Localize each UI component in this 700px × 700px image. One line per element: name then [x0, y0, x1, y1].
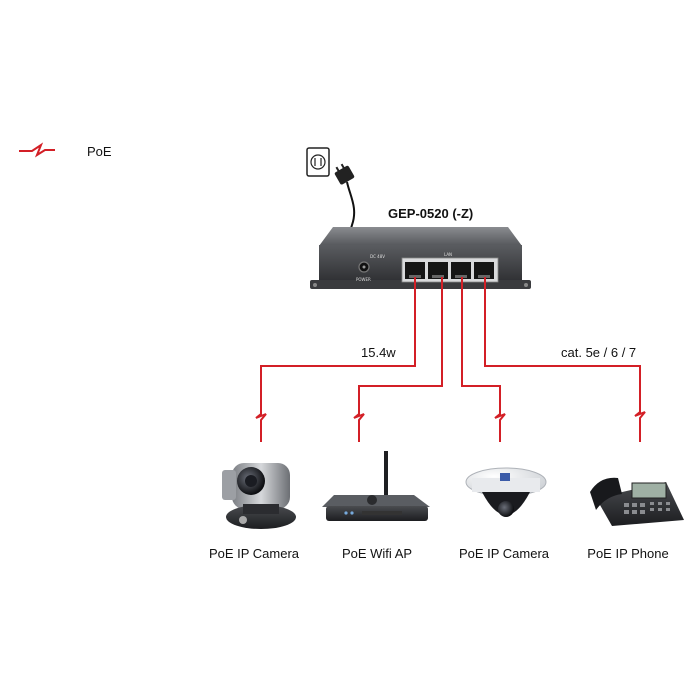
lan-port-1 — [405, 262, 425, 279]
legend: PoE — [19, 142, 112, 159]
device-ip-phone: PoE IP Phone — [587, 477, 684, 561]
switch-lan-label: LAN — [444, 252, 452, 257]
dome-camera-icon — [465, 467, 547, 517]
device-ptz-camera: PoE IP Camera — [209, 463, 300, 561]
power-label: 15.4w — [361, 345, 396, 360]
legend-label: PoE — [87, 144, 112, 159]
cable-3 — [461, 277, 501, 408]
lan-port-4 — [474, 262, 494, 279]
poe-lightning-icon — [255, 408, 267, 442]
cable-4 — [484, 277, 641, 406]
switch-top-panel — [319, 227, 522, 246]
cable-type-label: cat. 5e / 6 / 7 — [561, 345, 636, 360]
switch-dc-label: DC 48V — [370, 254, 385, 259]
lan-port-2 — [428, 262, 448, 279]
switch-power-label: POWER — [356, 277, 371, 282]
poe-switch: GEP-0520 (-Z) POWER DC 48V LAN — [310, 206, 531, 289]
poe-lightning-icon — [353, 408, 365, 442]
ptz-camera-icon — [222, 463, 296, 529]
poe-lightning-icon — [634, 406, 646, 442]
poe-lightning-icon — [494, 408, 506, 442]
lan-ports — [405, 262, 494, 279]
wifi-access-point-icon — [322, 451, 430, 521]
ip-phone-icon — [590, 477, 684, 526]
cable-1 — [260, 277, 416, 408]
device-label: PoE IP Camera — [209, 546, 300, 561]
cable-2 — [358, 277, 443, 408]
lan-port-3 — [451, 262, 471, 279]
outlet-socket — [310, 154, 326, 170]
power-adapter-icon — [334, 163, 355, 185]
poe-cables: 15.4w cat. 5e / 6 / 7 — [255, 277, 646, 442]
switch-model: GEP-0520 (-Z) — [388, 206, 473, 221]
device-dome-camera: PoE IP Camera — [459, 467, 550, 561]
device-label: PoE IP Camera — [459, 546, 550, 561]
poe-lightning-icon — [19, 142, 55, 158]
device-wifi-ap: PoE Wifi AP — [322, 451, 430, 561]
device-label: PoE Wifi AP — [342, 546, 412, 561]
device-label: PoE IP Phone — [587, 546, 668, 561]
